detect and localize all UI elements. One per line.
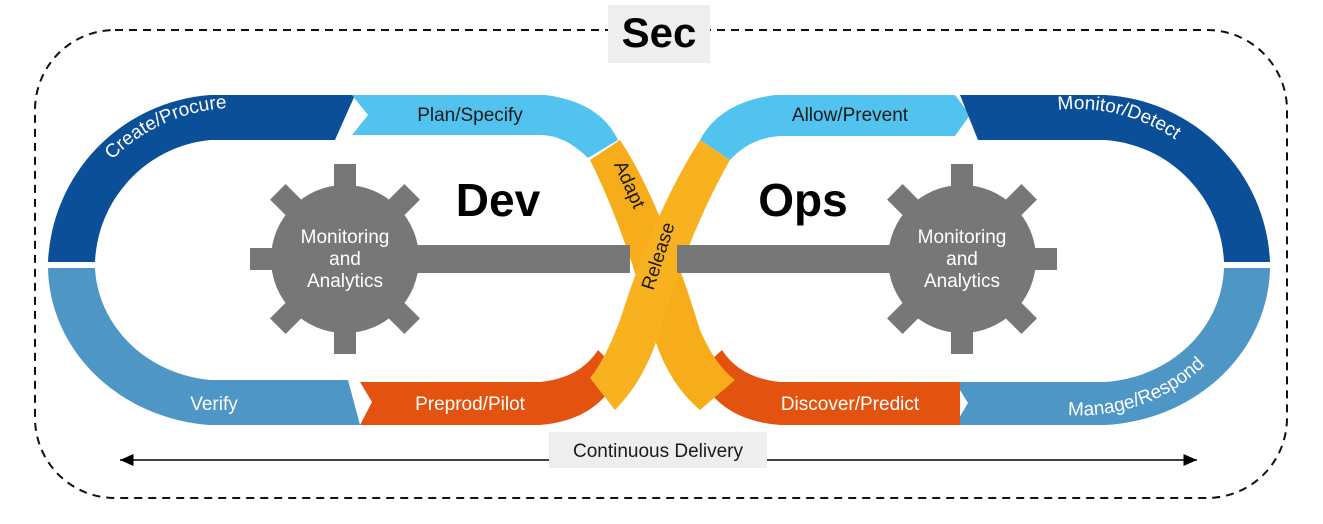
right-gear-icon: Monitoring and Analytics <box>677 164 1057 354</box>
segment-release <box>590 140 730 410</box>
sec-title-box <box>608 5 710 63</box>
right-gear-line-2: and <box>946 249 978 270</box>
segment-verify <box>48 268 360 425</box>
segment-create-procure <box>48 95 355 262</box>
right-gear-line-1: Monitoring <box>918 227 1007 248</box>
segment-monitor-detect <box>960 95 1270 262</box>
segment-discover-predict <box>698 350 960 425</box>
segment-plan-specify <box>352 95 618 158</box>
ops-label: Ops <box>758 174 847 226</box>
segment-preprod-pilot <box>360 350 620 425</box>
verify-label: Verify <box>190 394 238 415</box>
left-gear-line-2: and <box>329 249 361 270</box>
continuous-delivery-box <box>549 432 767 468</box>
allow-prevent-label: Allow/Prevent <box>792 105 909 126</box>
sec-title: Sec <box>622 9 697 56</box>
preprod-pilot-label: Preprod/Pilot <box>415 394 526 415</box>
dev-label: Dev <box>456 174 541 226</box>
continuous-delivery-label: Continuous Delivery <box>573 441 744 462</box>
segment-manage-respond <box>955 268 1270 425</box>
segment-allow-prevent <box>700 95 970 160</box>
plan-specify-label: Plan/Specify <box>417 105 523 126</box>
discover-predict-label: Discover/Predict <box>781 394 920 415</box>
left-gear-line-1: Monitoring <box>301 227 390 248</box>
left-gear-line-3: Analytics <box>307 271 383 292</box>
right-gear-line-3: Analytics <box>924 271 1000 292</box>
left-gear-icon: Monitoring and Analytics <box>250 164 630 354</box>
